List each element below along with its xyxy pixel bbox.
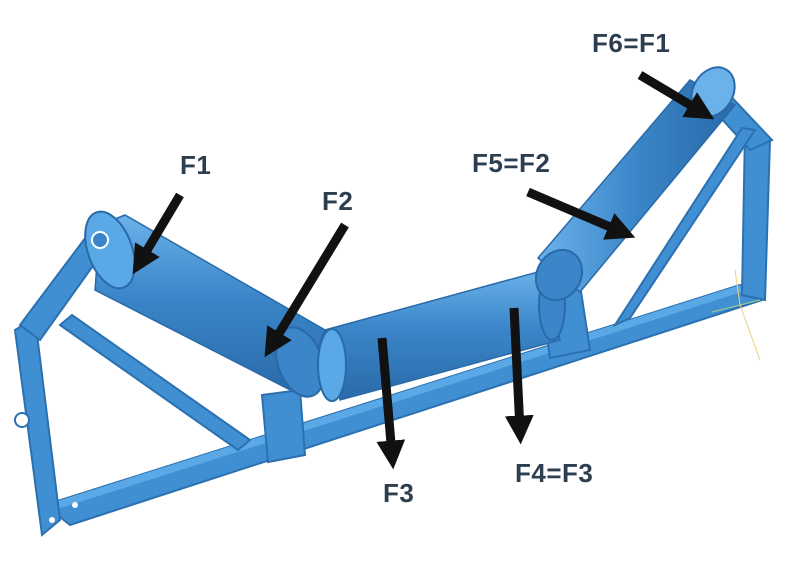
right-wing-roller <box>534 66 737 302</box>
force-label-f5: F5=F2 <box>472 148 551 178</box>
force-label-f3: F3 <box>383 478 415 508</box>
force-arrow-f6 <box>637 71 715 120</box>
right-brace <box>612 126 757 328</box>
right-end-plate <box>740 128 772 302</box>
left-brace <box>58 313 252 452</box>
force-arrows <box>132 71 715 470</box>
force-arrow-f2 <box>264 222 349 358</box>
force-arrow-f5 <box>526 187 636 240</box>
center-bracket-left <box>260 388 307 464</box>
force-label-f6: F6=F1 <box>592 28 671 58</box>
force-label-f4: F4=F3 <box>515 458 594 488</box>
force-label-f2: F2 <box>322 186 354 216</box>
force-arrow-f3 <box>376 337 406 470</box>
base-frame <box>13 83 774 537</box>
force-arrow-f1 <box>132 192 184 275</box>
force-label-f1: F1 <box>180 150 212 180</box>
force-arrow-f4 <box>504 307 534 445</box>
